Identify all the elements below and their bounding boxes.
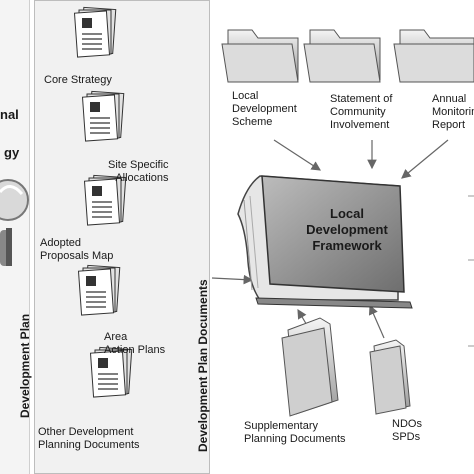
book-title: Local Development Framework (306, 206, 388, 253)
book-icon (237, 175, 413, 309)
folder-icon-spd (281, 317, 339, 417)
folder-icon-ndo (369, 339, 411, 415)
folder-icon-amr (393, 29, 474, 83)
document-stack-icon (73, 6, 117, 58)
connector-arrows (211, 139, 449, 345)
doc-label-area-action: Area Action Plans (104, 331, 166, 356)
folder-label-lds: Local Development Scheme (232, 90, 297, 128)
document-stack-icon (83, 174, 127, 226)
folder-icon-lds (221, 29, 299, 83)
left-partial-text-2: gy (4, 145, 20, 160)
doc-label-site-specific: Site Specific Allocations (108, 159, 169, 184)
folder-label-ndo: NDOs SPDs (392, 418, 422, 443)
folder-label-amr: Annual Monitoring Report (432, 93, 474, 131)
left-partial-text-1: nal (0, 107, 19, 122)
doc-label-other-dev: Other Development Planning Documents (38, 426, 140, 451)
document-stack-icon (89, 346, 133, 398)
folder-label-sci: Statement of Community Involvement (330, 93, 393, 131)
doc-label-core-strategy: Core Strategy (44, 74, 112, 86)
magnifier-icon (0, 179, 29, 266)
document-stack-icon (81, 90, 125, 142)
folder-icon-sci (303, 29, 381, 83)
doc-label-proposals-map: Adopted Proposals Map (40, 237, 114, 262)
document-stack-icon (77, 264, 121, 316)
folder-label-spd: Supplementary Planning Documents (244, 420, 346, 445)
right-edge-marks (468, 195, 474, 347)
